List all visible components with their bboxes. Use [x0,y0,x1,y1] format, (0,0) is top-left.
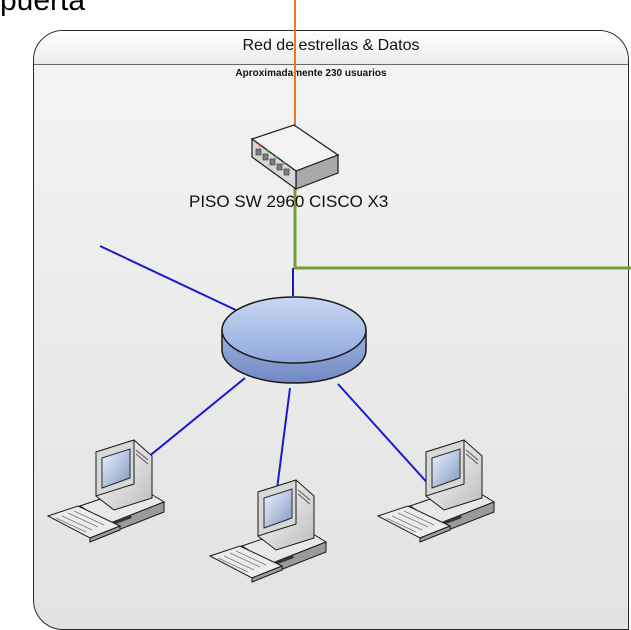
desktop-computer-icon [209,479,327,583]
group-title: Red de estrellas & Datos [242,37,420,54]
hub-icon [221,296,367,384]
green-link [293,160,631,270]
desktop-computer-icon [377,439,495,543]
group-subtitle: Aproximadamente 230 usuarios [235,68,387,79]
top-text-fragment: puerta [0,0,86,17]
star-link-left [99,245,241,313]
star-link-pc3 [337,383,433,489]
desktop-computer-icon [47,439,165,543]
switch-label: PISO SW 2960 CISCO X3 [189,192,389,211]
group-title-bar [34,31,628,65]
network-switch-icon [250,124,340,191]
